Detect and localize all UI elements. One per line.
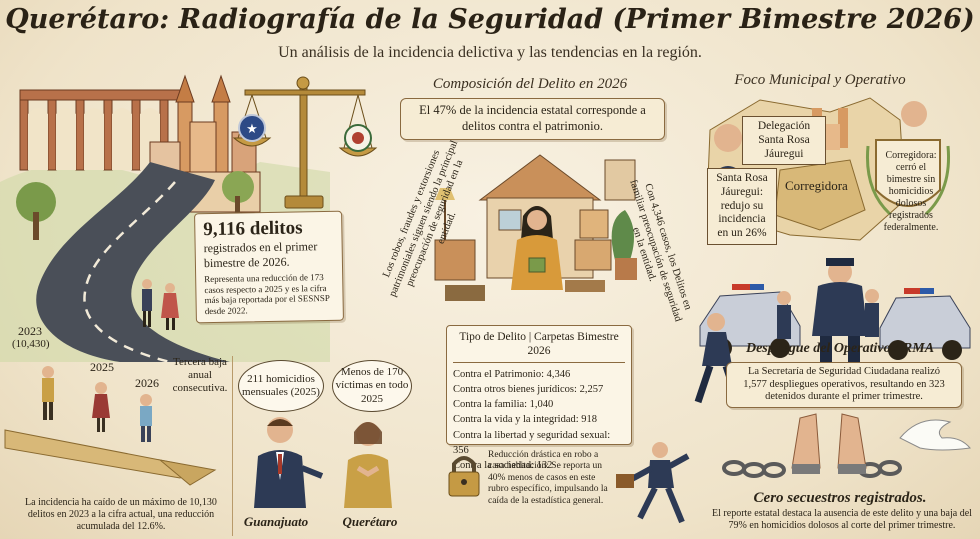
right-section-title: Foco Municipal y Operativo bbox=[734, 72, 906, 88]
center-section-title: Composición del Delito en 2026 bbox=[432, 76, 628, 92]
tercera-baja-note: Tercera baja anual consecutiva. bbox=[172, 356, 228, 395]
table-row: Contra la familia: 1,040 bbox=[453, 399, 554, 411]
delegacion-label: Delegación Santa Rosa Jáuregui bbox=[742, 116, 826, 166]
bubble-guanajuato: 211 homicidios mensuales (2025) bbox=[238, 360, 324, 412]
year-2025: 2025 bbox=[90, 360, 114, 374]
secuestros-title: Cero secuestros registrados. bbox=[753, 490, 927, 506]
headline-detail: Representa una reducción de 173 casos re… bbox=[204, 271, 330, 317]
svg-text:★: ★ bbox=[246, 122, 258, 137]
compare-panel bbox=[232, 356, 411, 536]
year-2023: 2023 bbox=[18, 324, 42, 338]
table-row: Contra otros bienes jurídicos: 2,257 bbox=[453, 383, 604, 395]
label-queretaro: Querétaro bbox=[342, 514, 398, 529]
two-people-illustration bbox=[254, 417, 392, 508]
table-row: Contra la vida y la integridad: 918 bbox=[453, 414, 598, 426]
patrimonio-banner-text: El 47% de la incidencia estatal correspo… bbox=[419, 103, 646, 133]
bubble-queretaro: Menos de 170 víctimas en todo 2025 bbox=[332, 360, 412, 412]
table-header: Tipo de Delito | Carpetas Bimestre 2026 bbox=[453, 330, 625, 363]
padlock-icon bbox=[448, 456, 480, 497]
broken-chains-illustration bbox=[722, 413, 971, 478]
label-guanajuato: Guanajuato bbox=[243, 514, 309, 529]
year-2023-value: (10,430) bbox=[12, 338, 50, 350]
running-thief-illustration bbox=[616, 442, 690, 524]
headline-scroll: 9,116 delitos registrados en el primer b… bbox=[194, 210, 344, 324]
table-row: Contra la libertad y seguridad sexual: 3… bbox=[453, 429, 611, 456]
page-title: Querétaro: Radiografía de la Seguridad (… bbox=[5, 4, 975, 35]
police-operation-illustration bbox=[694, 258, 971, 404]
table-row: Contra el Patrimonio: 4,346 bbox=[453, 368, 571, 380]
left-footnote: La incidencia ha caído de un máximo de 1… bbox=[25, 497, 217, 532]
corregidora-shield-note: Corregidora: cerró el bimestre sin homic… bbox=[883, 150, 939, 233]
house-woman-illustration bbox=[434, 154, 637, 301]
patrimonio-banner: El 47% de la incidencia estatal correspo… bbox=[400, 98, 665, 140]
headline-number: 9,116 delitos bbox=[203, 217, 303, 241]
operativo-title: Despliegue del Operativo ARMA bbox=[745, 341, 935, 356]
page-subtitle: Un análisis de la incidencia delictiva y… bbox=[278, 44, 702, 61]
table-row: Contra la sociedad: 132 bbox=[453, 460, 553, 472]
santa-rosa-note: Santa Rosa Jáuregui: redujo su incidenci… bbox=[707, 168, 777, 245]
crime-type-table: Tipo de Delito | Carpetas Bimestre 2026 … bbox=[446, 325, 632, 471]
operativo-scroll: La Secretaría de Seguridad Ciudadana rea… bbox=[726, 362, 962, 408]
year-2026: 2026 bbox=[135, 376, 159, 390]
operativo-text: La Secretaría de Seguridad Ciudadana rea… bbox=[743, 366, 945, 403]
corregidora-label: Corregidora bbox=[785, 178, 848, 193]
robo-note: Reducción drástica en robo a casa habita… bbox=[488, 450, 608, 506]
secuestros-text: El reporte estatal destaca la ausencia d… bbox=[712, 508, 972, 531]
scales-of-justice-icon: ★ bbox=[232, 76, 378, 209]
headline-text: registrados en el primer bimestre de 202… bbox=[203, 239, 318, 271]
trend-path-illustration bbox=[4, 366, 217, 486]
